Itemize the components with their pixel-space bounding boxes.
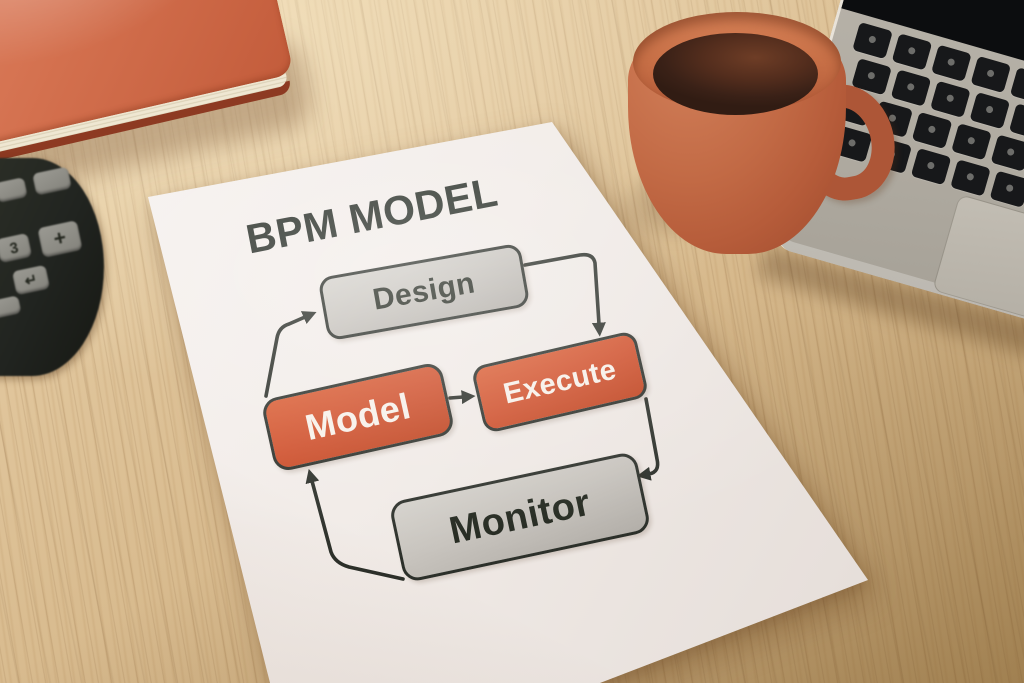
calculator: 3 + ↵ — [0, 158, 104, 376]
edge-design-to-execute — [523, 252, 606, 337]
edge-model-to-execute — [448, 390, 476, 405]
edge-execute-to-monitor — [636, 397, 660, 481]
edge-monitor-to-model — [305, 468, 405, 581]
edge-model-to-design — [264, 311, 317, 398]
coffee-surface — [653, 33, 818, 115]
